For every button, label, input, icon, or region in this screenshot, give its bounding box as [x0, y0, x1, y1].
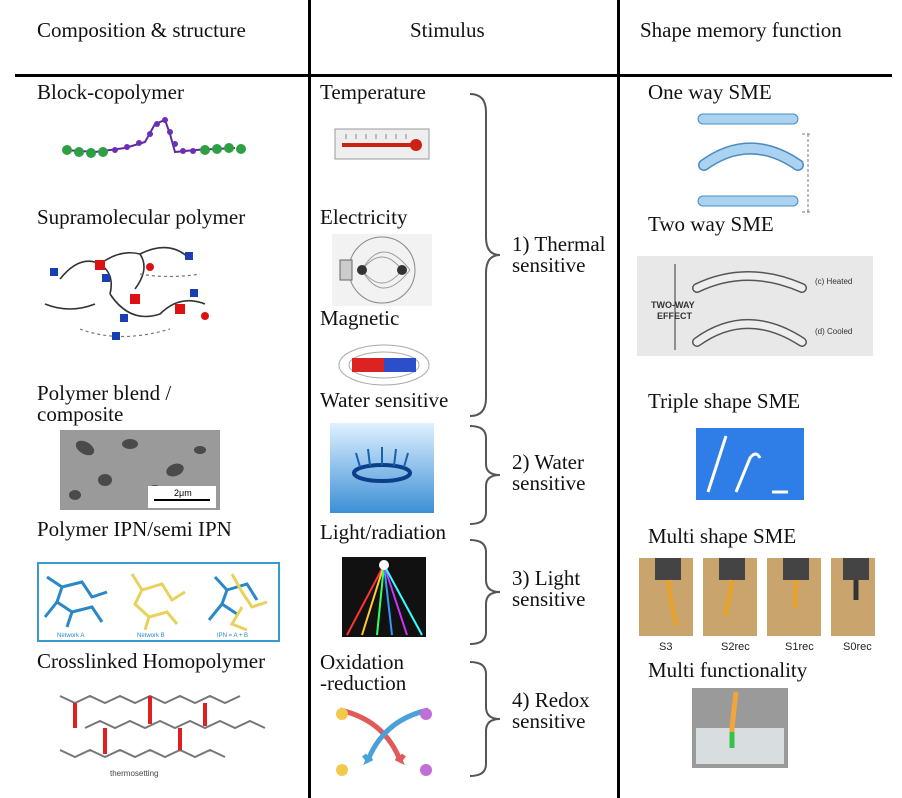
scale-bar-label: 2μm	[174, 488, 192, 498]
category-thermal: 1) Thermal sensitive	[512, 232, 606, 277]
stage-label-s0: S0rec	[843, 641, 872, 653]
thermosetting-label: thermosetting	[110, 769, 158, 778]
one-way-sme-diagram	[697, 113, 812, 213]
stage-label-s2: S2rec	[721, 641, 750, 653]
supramolecular-diagram	[44, 246, 209, 340]
stimulus-label-water: Water sensitive	[320, 388, 449, 412]
magnet-icon	[338, 344, 430, 386]
brace-light	[469, 539, 501, 645]
composition-label-block-copolymer: Block-copolymer	[37, 80, 184, 104]
redox-arrows-diagram	[336, 707, 432, 776]
header-function: Shape memory function	[640, 18, 842, 42]
function-label-multi-functionality: Multi functionality	[648, 658, 808, 682]
electric-field-icon	[332, 234, 432, 306]
composition-label-blend: Polymer blend / composite	[37, 381, 172, 426]
multi-shape-photos: S3 S2rec S1rec S0rec	[637, 556, 877, 656]
two-way-sme-diagram: TWO-WAY EFFECT (c) Heated (d) Cooled	[637, 256, 873, 356]
light-beams-image	[342, 557, 426, 637]
ipn-sum-label: IPN = A + B	[217, 633, 248, 639]
brace-water	[469, 425, 501, 525]
stimulus-label-redox: Oxidation -reduction	[320, 650, 407, 695]
brace-redox	[469, 661, 501, 777]
stage-label-s3: S3	[659, 641, 672, 653]
function-label-one-way: One way SME	[648, 80, 772, 104]
column-divider-2	[617, 0, 620, 798]
brace-thermal	[469, 93, 501, 417]
thermometer-icon	[334, 128, 430, 160]
multi-functionality-photo	[692, 688, 788, 768]
function-label-multi-shape: Multi shape SME	[648, 524, 797, 548]
stage-label-s1: S1rec	[785, 641, 814, 653]
stimulus-label-temperature: Temperature	[320, 80, 426, 104]
composition-label-crosslinked: Crosslinked Homopolymer	[37, 649, 266, 673]
function-label-two-way: Two way SME	[648, 212, 774, 236]
composition-label-ipn: Polymer IPN/semi IPN	[37, 517, 232, 541]
stimulus-label-light: Light/radiation	[320, 520, 446, 544]
header-divider	[15, 74, 892, 77]
function-label-triple: Triple shape SME	[648, 389, 801, 413]
header-composition: Composition & structure	[37, 18, 246, 42]
network-a-label: Network A	[57, 633, 84, 639]
category-water: 2) Water sensitive	[512, 450, 586, 495]
two-way-effect-label: TWO-WAY	[651, 300, 695, 310]
ipn-diagram: Network A Network B IPN = A + B	[37, 562, 280, 642]
triple-shape-photo	[696, 428, 804, 500]
network-b-label: Network B	[137, 633, 165, 639]
blend-micrograph: 2μm	[60, 430, 220, 510]
stimulus-label-magnetic: Magnetic	[320, 306, 400, 330]
cooled-label: (d) Cooled	[815, 327, 852, 336]
heated-label: (c) Heated	[815, 277, 852, 286]
category-light: 3) Light sensitive	[512, 566, 586, 611]
composition-label-supramolecular: Supramolecular polymer	[37, 205, 246, 229]
two-way-effect-label-2: EFFECT	[657, 311, 693, 321]
stimulus-label-electricity: Electricity	[320, 205, 408, 229]
water-splash-image	[330, 423, 434, 513]
crosslinked-diagram: thermosetting	[59, 694, 266, 778]
column-divider-1	[308, 0, 311, 798]
block-copolymer-diagram	[62, 117, 246, 158]
header-stimulus: Stimulus	[410, 18, 485, 42]
category-redox: 4) Redox sensitive	[512, 688, 590, 733]
